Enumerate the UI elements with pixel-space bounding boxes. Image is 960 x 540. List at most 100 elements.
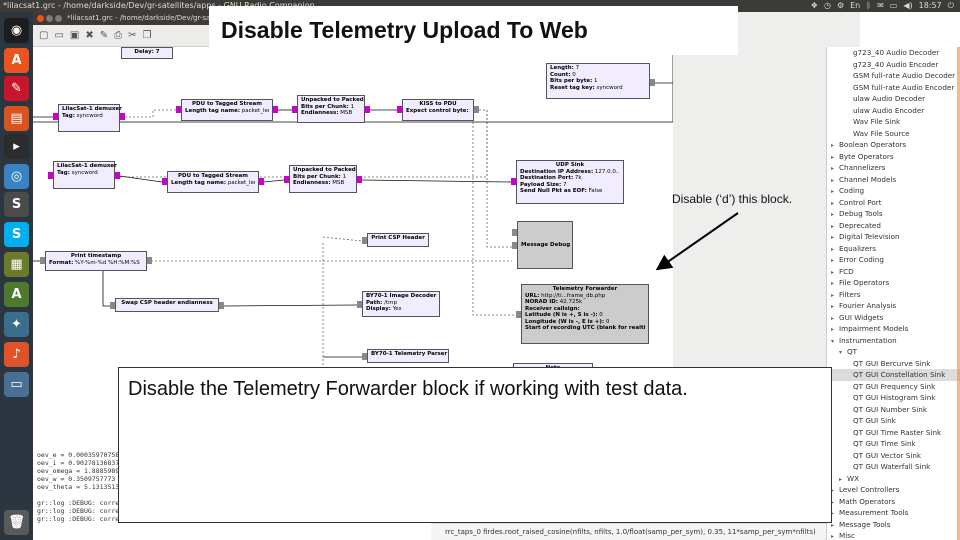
battery-icon[interactable]: ▭ xyxy=(889,1,898,10)
sidebar-item[interactable]: QT GUI Number Sink xyxy=(827,404,960,416)
block-port[interactable] xyxy=(357,176,362,183)
workspace-icon[interactable]: ▭ xyxy=(4,372,29,397)
collapse-arrow-icon[interactable]: ▸ xyxy=(831,521,835,529)
cut-icon[interactable]: ✂ xyxy=(128,30,137,41)
collapse-arrow-icon[interactable]: ▸ xyxy=(831,176,835,184)
sublime-icon[interactable]: S xyxy=(4,192,29,217)
block-port[interactable] xyxy=(284,176,289,183)
power-icon[interactable]: ⏻ xyxy=(947,1,954,10)
collapse-arrow-icon[interactable]: ▸ xyxy=(831,234,835,241)
block-port[interactable] xyxy=(162,178,167,185)
collapse-arrow-icon[interactable]: ▸ xyxy=(839,475,843,483)
block-port[interactable] xyxy=(259,178,264,185)
sidebar-item[interactable]: ▸Error Coding xyxy=(827,254,960,266)
collapse-arrow-icon[interactable]: ▸ xyxy=(831,199,835,207)
block-by70tel[interactable]: BY70-1 Telemetry Parser xyxy=(367,349,449,363)
open-file-icon[interactable]: ▭ xyxy=(54,30,64,41)
block-port[interactable] xyxy=(219,302,224,309)
sidebar-item[interactable]: QT GUI Waterfall Sink xyxy=(827,461,960,473)
clock-text[interactable]: 18:57 xyxy=(918,1,942,10)
collapse-arrow-icon[interactable]: ▸ xyxy=(831,188,835,195)
sidebar-scrollbar[interactable] xyxy=(957,47,960,540)
sidebar-item[interactable]: ▸Misc xyxy=(827,530,960,540)
block-port[interactable] xyxy=(365,106,370,113)
sidebar-item[interactable]: ▸File Operators xyxy=(827,277,960,289)
sidebar-item[interactable]: ▸Equalizers xyxy=(827,243,960,255)
terminal-icon[interactable]: ▸ xyxy=(4,134,29,159)
skype-icon[interactable]: S xyxy=(4,222,29,247)
sidebar-item[interactable]: ▸Measurement Tools xyxy=(827,507,960,519)
sidebar-item[interactable]: ▸Coding xyxy=(827,185,960,197)
sidebar-item[interactable]: QT GUI Constellation Sink xyxy=(827,369,960,381)
block-port[interactable] xyxy=(397,106,402,113)
collapse-arrow-icon[interactable]: ▸ xyxy=(831,153,835,161)
sidebar-item[interactable]: ▸GUI Widgets xyxy=(827,312,960,324)
sidebar-item[interactable]: QT GUI Time Sink xyxy=(827,438,960,450)
block-topleft[interactable]: Delay: 7 xyxy=(121,47,173,59)
collapse-arrow-icon[interactable]: ▸ xyxy=(831,510,835,517)
block-port[interactable] xyxy=(362,353,367,360)
sidebar-item[interactable]: ulaw Audio Encoder xyxy=(827,105,960,117)
block-port[interactable] xyxy=(176,106,181,113)
trash-icon[interactable]: 🗑 xyxy=(4,510,29,535)
collapse-arrow-icon[interactable]: ▸ xyxy=(831,257,835,264)
bluetooth-icon[interactable]: ᛒ xyxy=(866,1,872,10)
sidebar-item[interactable]: g723_40 Audio Encoder xyxy=(827,59,960,71)
sidebar-item[interactable]: ▸Fourier Analysis xyxy=(827,300,960,312)
copy-icon[interactable]: ❐ xyxy=(142,30,152,41)
block-port[interactable] xyxy=(147,257,152,264)
minimize-icon[interactable] xyxy=(46,15,53,22)
collapse-arrow-icon[interactable]: ▸ xyxy=(831,245,835,253)
collapse-arrow-icon[interactable]: ▸ xyxy=(831,142,835,149)
sidebar-item[interactable]: GSM full-rate Audio Decoder xyxy=(827,70,960,82)
sidebar-item[interactable]: ▸Deprecated xyxy=(827,220,960,232)
block-port[interactable] xyxy=(516,311,521,318)
block-port[interactable] xyxy=(48,172,53,179)
ubuntu-dash-icon[interactable]: ◉ xyxy=(4,18,29,43)
block-port[interactable] xyxy=(120,113,125,120)
collapse-arrow-icon[interactable]: ▸ xyxy=(831,165,835,172)
sidebar-item[interactable]: QT GUI Sink xyxy=(827,415,960,427)
sidebar-item[interactable]: ▸Control Port xyxy=(827,197,960,209)
sidebar-item[interactable]: ▸FCD xyxy=(827,266,960,278)
block-port[interactable] xyxy=(273,106,278,113)
settings-icon[interactable]: ⚙ xyxy=(836,1,845,10)
sidebar-item[interactable]: QT GUI Histogram Sink xyxy=(827,392,960,404)
block-port[interactable] xyxy=(511,178,516,185)
block-port[interactable] xyxy=(110,302,115,309)
expand-arrow-icon[interactable]: ▾ xyxy=(831,337,835,345)
update-icon[interactable]: A xyxy=(4,282,29,307)
save-icon[interactable]: ▣ xyxy=(69,30,80,41)
variable-row[interactable]: rrc_taps_0 firdes.root_raised_cosine(nfi… xyxy=(445,528,816,536)
sidebar-item[interactable]: ▸Debug Tools xyxy=(827,208,960,220)
sidebar-item[interactable]: ▾QT xyxy=(827,346,960,358)
sidebar-item[interactable]: ▸WX xyxy=(827,473,960,485)
block-port[interactable] xyxy=(362,237,367,244)
edit-icon[interactable]: ✎ xyxy=(99,30,109,41)
sidebar-item[interactable]: ▾Instrumentation xyxy=(827,335,960,347)
sidebar-item[interactable]: ▸Channelizers xyxy=(827,162,960,174)
sidebar-item[interactable]: g723_40 Audio Decoder xyxy=(827,47,960,59)
collapse-arrow-icon[interactable]: ▸ xyxy=(831,487,835,494)
block-printcsp[interactable]: Print CSP Header xyxy=(367,233,429,247)
sidebar-item[interactable]: Wav File Sink xyxy=(827,116,960,128)
collapse-arrow-icon[interactable]: ▸ xyxy=(831,498,835,506)
sidebar-item[interactable]: QT GUI Time Raster Sink xyxy=(827,427,960,439)
files-icon[interactable]: ▤ xyxy=(4,106,29,131)
block-port[interactable] xyxy=(115,172,120,179)
collapse-arrow-icon[interactable]: ▸ xyxy=(831,303,835,310)
block-port[interactable] xyxy=(53,113,58,120)
new-file-icon[interactable]: ▢ xyxy=(39,30,49,41)
block-port[interactable] xyxy=(357,301,362,308)
block-port[interactable] xyxy=(474,106,479,113)
gnuradio-icon[interactable]: ♪ xyxy=(4,342,29,367)
